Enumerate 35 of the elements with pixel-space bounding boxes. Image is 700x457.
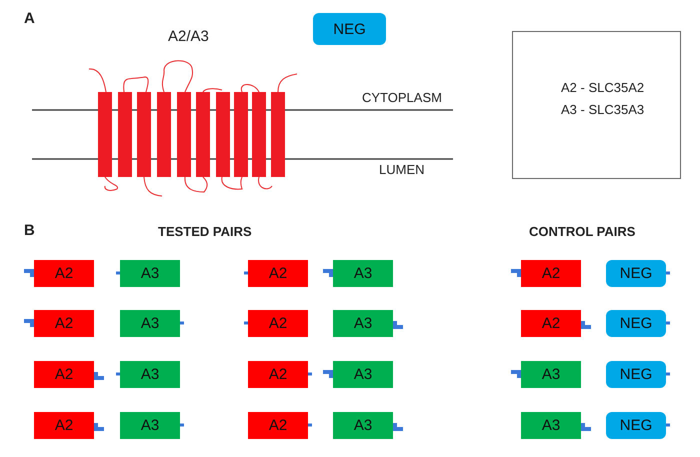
protein-box: A2 <box>34 361 94 388</box>
protein-box: A3 <box>521 361 581 388</box>
protein-box: NEG <box>606 412 666 439</box>
protein-box: A2 <box>248 260 308 287</box>
protein-box: A2 <box>34 310 94 337</box>
panel-letter: A <box>24 10 35 27</box>
protein-box: NEG <box>606 260 666 287</box>
protein-box: A2 <box>34 412 94 439</box>
protein-box: A2 <box>248 361 308 388</box>
panel-letter: B <box>24 222 35 239</box>
protein-box: A3 <box>521 412 581 439</box>
section-heading: CONTROL PAIRS <box>529 224 636 239</box>
legend-text: A2 - SLC35A2 <box>561 80 644 95</box>
protein-box: A2 <box>248 310 308 337</box>
protein-box: A3 <box>120 260 180 287</box>
region-label: CYTOPLASM <box>362 90 442 105</box>
protein-box: A3 <box>120 361 180 388</box>
protein-box: A3 <box>120 310 180 337</box>
protein-box: NEG <box>313 13 386 45</box>
protein-box: A3 <box>333 260 393 287</box>
protein-box: A2 <box>34 260 94 287</box>
protein-box: A2 <box>521 310 581 337</box>
legend-text: A3 - SLC35A3 <box>561 102 644 117</box>
protein-label: A2/A3 <box>168 28 209 45</box>
protein-box: A2 <box>521 260 581 287</box>
protein-box: NEG <box>606 310 666 337</box>
protein-box: A3 <box>333 412 393 439</box>
protein-box: A3 <box>333 310 393 337</box>
protein-box: NEG <box>606 361 666 388</box>
protein-box: A3 <box>333 361 393 388</box>
protein-box: A2 <box>248 412 308 439</box>
protein-box: A3 <box>120 412 180 439</box>
region-label: LUMEN <box>379 162 425 177</box>
legend-box <box>512 31 681 179</box>
section-heading: TESTED PAIRS <box>158 224 252 239</box>
